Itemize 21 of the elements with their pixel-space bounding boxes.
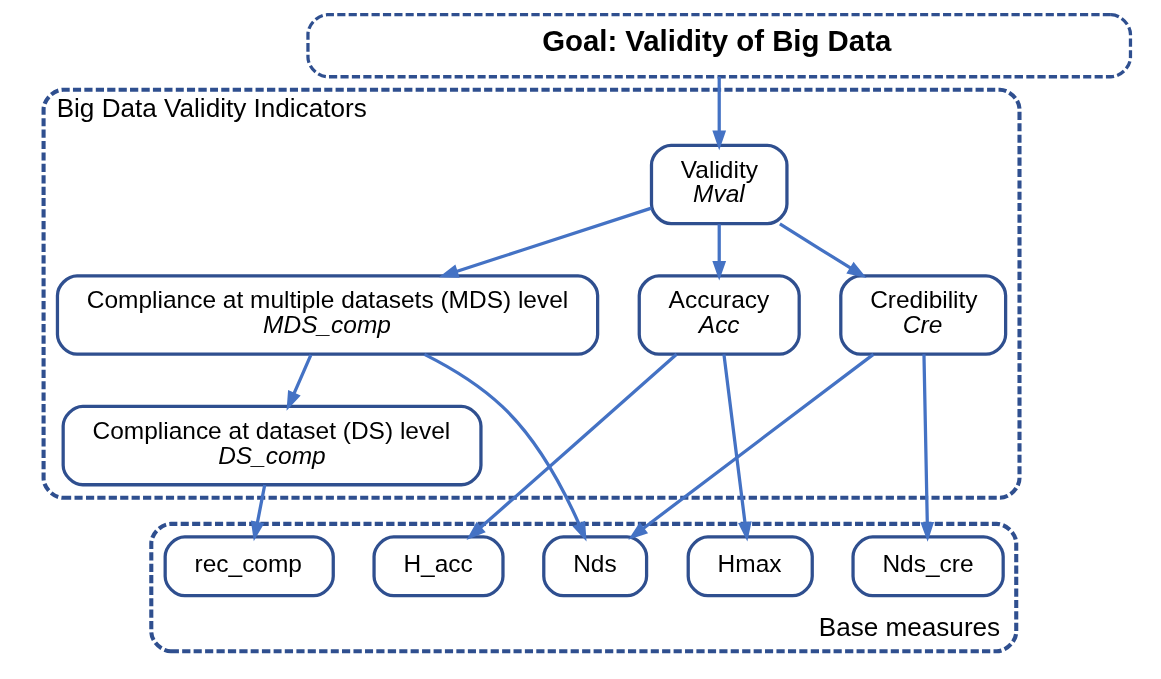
node-box: Hmax: [686, 535, 814, 598]
node-box: Accuracy Acc: [637, 274, 801, 356]
arrow: [712, 224, 727, 281]
node-box: rec_comp: [163, 535, 335, 598]
arrow: [779, 222, 867, 279]
arrow: [628, 353, 875, 540]
node-box: Nds: [542, 535, 649, 598]
arrow: [712, 76, 727, 151]
node-box: Nds_cre: [851, 535, 1005, 598]
arrow: [438, 206, 652, 278]
node-box: Compliance at multiple datasets (MDS) level MDS_comp: [55, 274, 600, 356]
arrow: [423, 352, 587, 542]
node-box: Compliance at dataset (DS) level DS_comp: [61, 404, 483, 487]
node-box: Credibility Cre: [839, 274, 1008, 356]
node-box: Goal: Validity of Big Data: [306, 13, 1133, 79]
arrow: [722, 354, 752, 542]
arrow: [286, 354, 313, 411]
node-box: Validity Mval: [649, 143, 789, 226]
node-box: H_acc: [372, 535, 505, 598]
arrow: [466, 353, 678, 540]
arrow: [920, 354, 935, 542]
